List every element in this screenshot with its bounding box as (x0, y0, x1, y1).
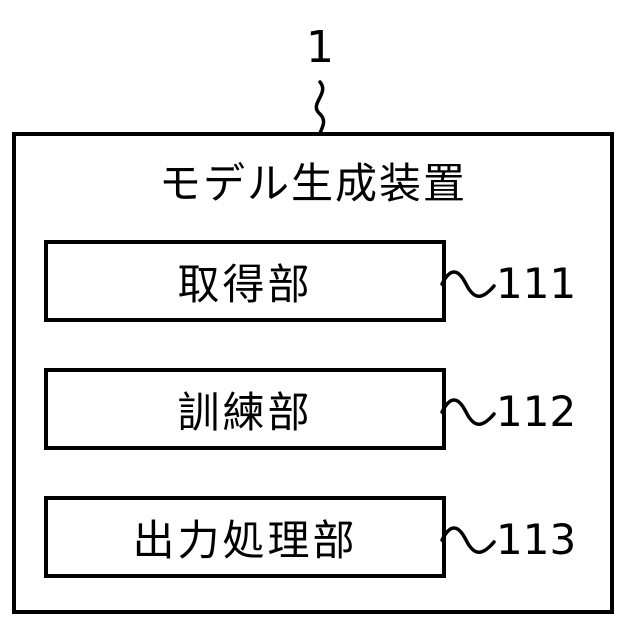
training-unit-leader-line (440, 392, 496, 432)
training-unit-label: 訓練部 (177, 379, 312, 440)
device-title: モデル生成装置 (16, 156, 610, 212)
acquisition-unit-label: 取得部 (177, 251, 312, 312)
training-unit-reference-number: 112 (496, 388, 576, 436)
training-unit-box: 訓練部 (44, 368, 446, 450)
device-reference-number: 1 (300, 24, 340, 72)
device-leader-line (300, 80, 340, 136)
acquisition-unit-reference-number: 111 (496, 260, 576, 308)
output-processing-unit-reference-number: 113 (496, 516, 576, 564)
acquisition-unit-box: 取得部 (44, 240, 446, 322)
output-processing-unit-label: 出力処理部 (132, 507, 357, 568)
output-processing-unit-leader-line (440, 520, 496, 560)
acquisition-unit-leader-line (440, 264, 496, 304)
output-processing-unit-box: 出力処理部 (44, 496, 446, 578)
